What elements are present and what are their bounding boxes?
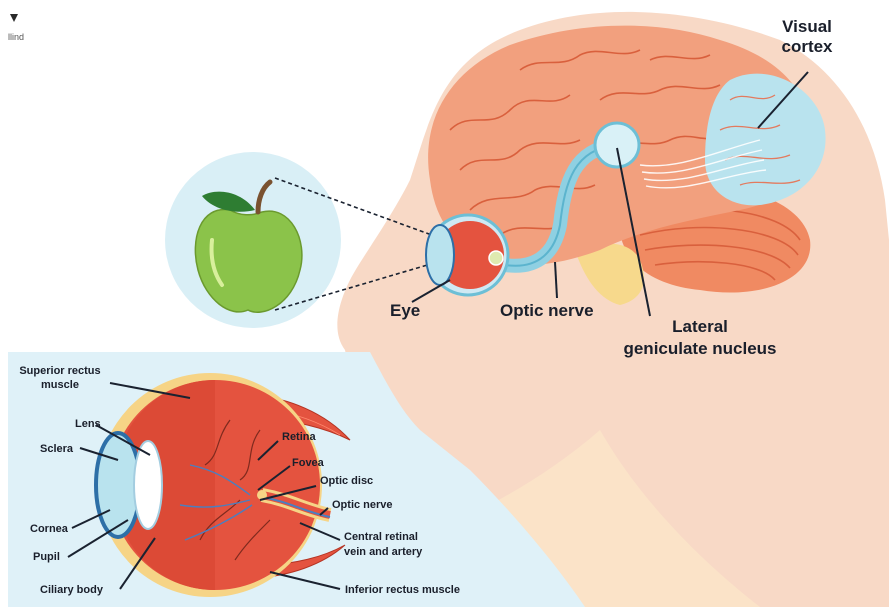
logo: llind: [8, 14, 24, 42]
label-visual-cortex-2: cortex: [781, 37, 833, 56]
logo-triangle-icon: [10, 14, 18, 22]
small-eye: [426, 215, 508, 295]
label-fovea: Fovea: [292, 457, 325, 469]
label-central-retinal-1: Central retinal: [344, 531, 418, 543]
label-lgn-1: Lateral: [672, 317, 728, 336]
label-optic-disc: Optic disc: [320, 475, 373, 487]
label-pupil: Pupil: [33, 551, 60, 563]
lgn-bulb: [595, 123, 639, 167]
label-sclera: Sclera: [40, 443, 74, 455]
label-eye: Eye: [390, 301, 420, 320]
label-optic-nerve: Optic nerve: [500, 301, 594, 320]
label-lens: Lens: [75, 418, 101, 430]
label-retina: Retina: [282, 431, 317, 443]
label-visual-cortex-1: Visual: [782, 17, 832, 36]
label-central-retinal-2: vein and artery: [344, 546, 423, 558]
label-superior-rectus-2: muscle: [41, 379, 79, 391]
label-inferior-rectus: Inferior rectus muscle: [345, 584, 460, 596]
logo-text: llind: [8, 32, 24, 42]
label-lgn-2: geniculate nucleus: [623, 339, 776, 358]
label-ciliary-body: Ciliary body: [40, 584, 104, 596]
label-cornea: Cornea: [30, 523, 69, 535]
label-optic-nerve-detail: Optic nerve: [332, 499, 393, 511]
label-superior-rectus-1: Superior rectus: [19, 365, 100, 377]
